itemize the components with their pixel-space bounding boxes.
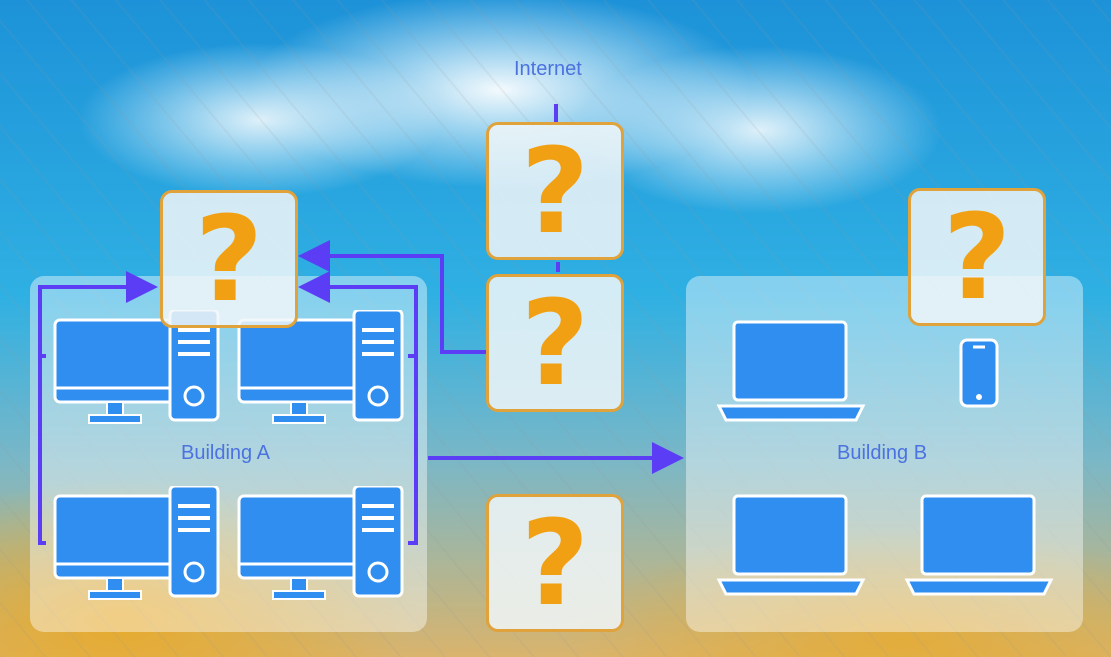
link-pc4-uplink bbox=[408, 356, 418, 545]
question-mark-icon: ? bbox=[520, 274, 590, 412]
question-mark-icon: ? bbox=[194, 190, 264, 328]
internet-label: Internet bbox=[514, 58, 582, 80]
desktop-computer-icon bbox=[53, 486, 220, 600]
smartphone-icon bbox=[959, 338, 999, 408]
question-mark-icon: ? bbox=[942, 188, 1012, 326]
link-pc3-uplink bbox=[38, 356, 46, 545]
placeholder-device-unplaced[interactable]: ? bbox=[486, 494, 624, 632]
desktop-computer-icon bbox=[237, 310, 404, 424]
building-b-label: Building B bbox=[837, 442, 928, 464]
placeholder-device-building-a[interactable]: ? bbox=[160, 190, 298, 328]
laptop-icon bbox=[716, 320, 866, 422]
building-a-label: Building A bbox=[181, 442, 270, 464]
question-mark-icon: ? bbox=[520, 494, 590, 632]
link-pc1-uplink bbox=[38, 271, 158, 358]
placeholder-device-internet-edge[interactable]: ? bbox=[486, 122, 624, 260]
laptop-icon bbox=[904, 494, 1054, 596]
desktop-computer-icon bbox=[53, 310, 220, 424]
placeholder-device-building-b[interactable]: ? bbox=[908, 188, 1046, 326]
link-core-to-building-a-device bbox=[298, 240, 487, 354]
desktop-computer-icon bbox=[237, 486, 404, 600]
laptop-icon bbox=[716, 494, 866, 596]
question-mark-icon: ? bbox=[520, 122, 590, 260]
link-pc2-uplink bbox=[298, 271, 418, 358]
placeholder-device-core[interactable]: ? bbox=[486, 274, 624, 412]
